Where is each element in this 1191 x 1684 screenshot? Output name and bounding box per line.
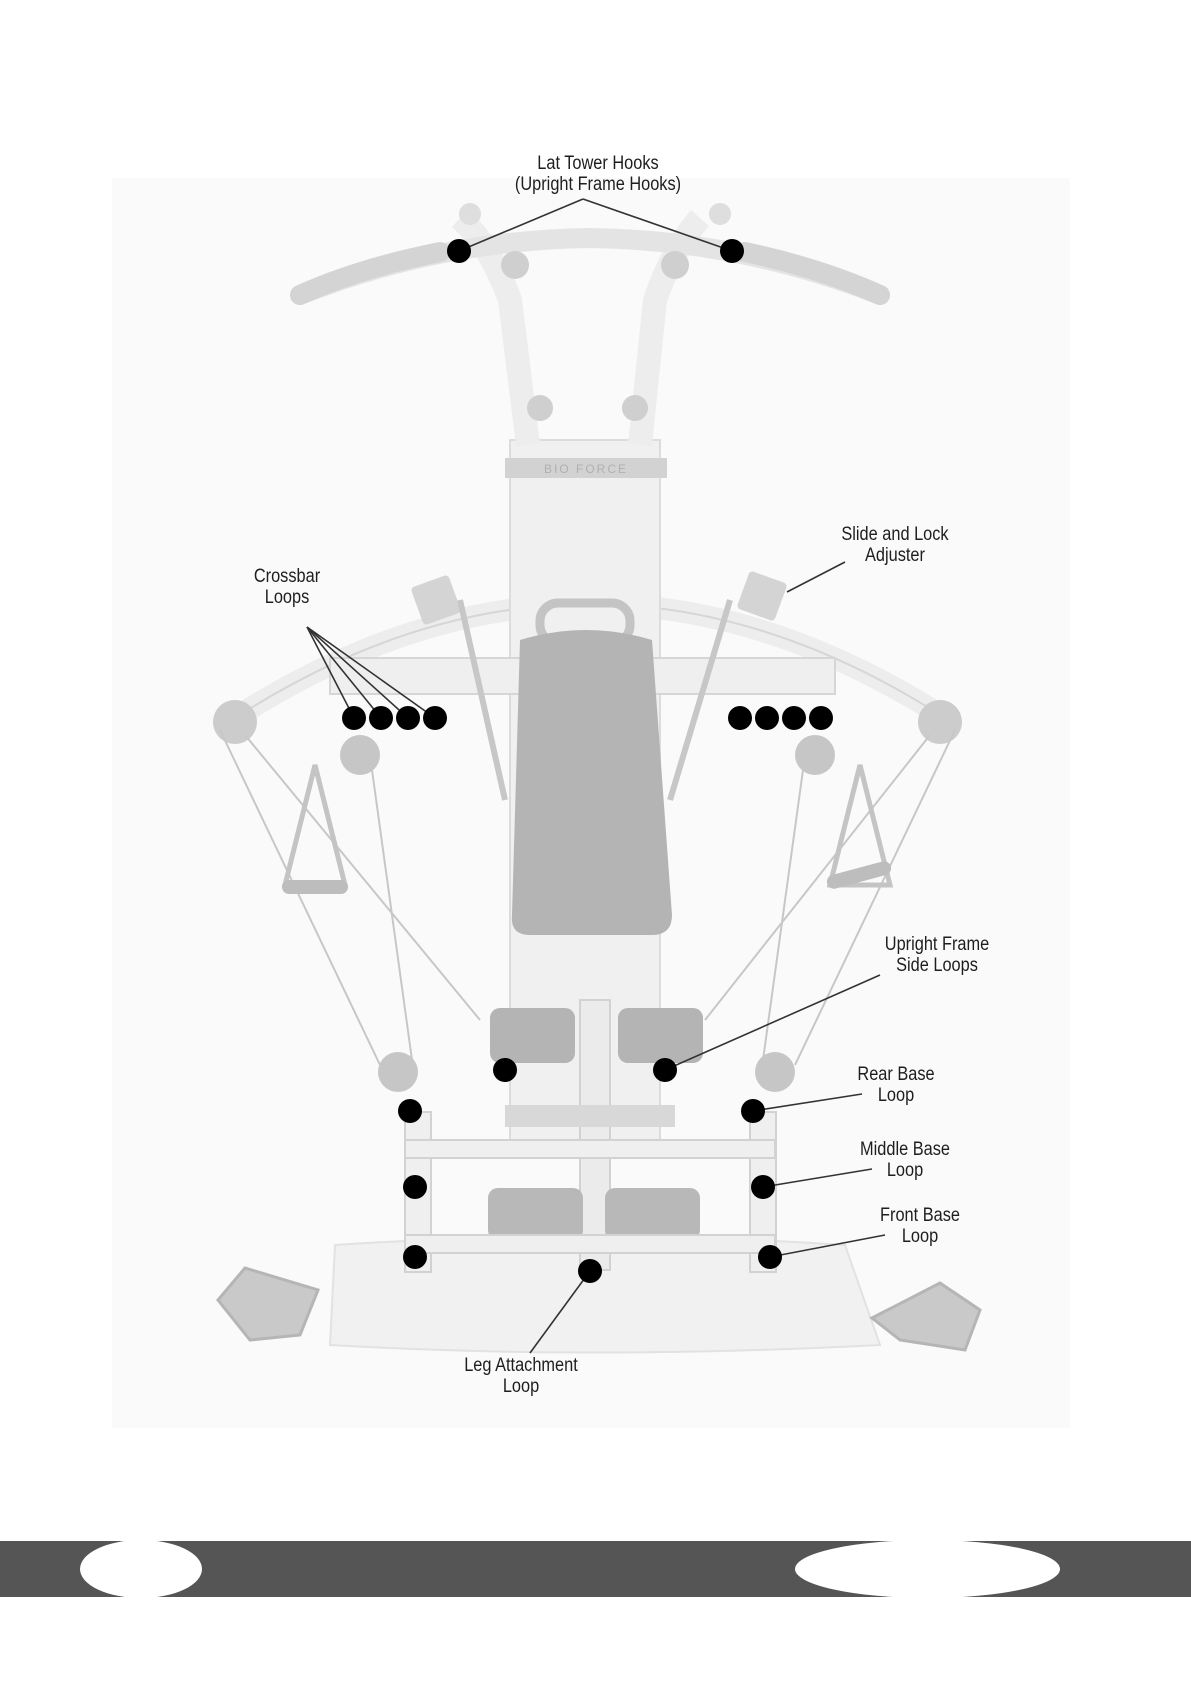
leg-attachment-loop-marker xyxy=(578,1259,602,1283)
rear-base-plate xyxy=(505,1105,675,1127)
upright-frame-side-loop-marker-left xyxy=(493,1058,517,1082)
hand-grip-left-bar xyxy=(282,880,348,894)
label-upright-frame-side-loops: Upright Frame Side Loops xyxy=(877,934,997,976)
seat-pad-left xyxy=(490,1008,575,1063)
label-rear-base-loop: Rear Base Loop xyxy=(849,1064,944,1106)
footer-bar xyxy=(0,1541,1191,1597)
outer-pulley-left xyxy=(213,700,257,744)
crossbar-pulley-left xyxy=(340,735,380,775)
base-pulley-right xyxy=(755,1052,795,1092)
front-base-loop-marker-left xyxy=(403,1245,427,1269)
outer-pulley-right xyxy=(918,700,962,744)
seat-pad-right xyxy=(618,1008,703,1063)
label-front-base-loop: Front Base Loop xyxy=(868,1205,971,1247)
upright-frame-side-loop-marker-right xyxy=(653,1058,677,1082)
crossbar-pulley-right xyxy=(795,735,835,775)
column-pulley-left xyxy=(527,395,553,421)
middle-base-loop-marker-right xyxy=(751,1175,775,1199)
crossbar-loop-marker-left-2 xyxy=(369,706,393,730)
crossbar-loop-marker-left-3 xyxy=(396,706,420,730)
lat-tower-hook-marker-left xyxy=(447,239,471,263)
lat-cap-right xyxy=(709,203,731,225)
crossbar-loop-marker-right-1 xyxy=(728,706,752,730)
lat-cap-left xyxy=(459,203,481,225)
backrest-pad xyxy=(512,630,672,935)
footer-oval-left xyxy=(80,1540,202,1598)
rear-base-loop-marker-right xyxy=(741,1099,765,1123)
lat-pulley-left xyxy=(501,251,529,279)
crossbar-loop-marker-left-1 xyxy=(342,706,366,730)
crossbar-loop-marker-right-2 xyxy=(755,706,779,730)
base-crossmember-top xyxy=(405,1140,775,1158)
base-crossmember-bottom xyxy=(405,1235,775,1253)
lat-tower-hook-marker-right xyxy=(720,239,744,263)
label-middle-base-loop: Middle Base Loop xyxy=(853,1139,956,1181)
brand-text: BIO FORCE xyxy=(544,462,628,476)
middle-base-loop-marker-left xyxy=(403,1175,427,1199)
label-crossbar-loops: Crossbar Loops xyxy=(244,566,330,608)
footer-oval-right xyxy=(795,1540,1060,1598)
rear-base-loop-marker-left xyxy=(398,1099,422,1123)
label-leg-attachment-loop: Leg Attachment Loop xyxy=(457,1355,586,1397)
foot-pad-right xyxy=(605,1188,700,1240)
crossbar-loop-marker-right-3 xyxy=(782,706,806,730)
front-base-loop-marker-right xyxy=(758,1245,782,1269)
column-pulley-right xyxy=(622,395,648,421)
lat-pulley-right xyxy=(661,251,689,279)
label-lat-tower-hooks: Lat Tower Hooks (Upright Frame Hooks) xyxy=(508,153,689,195)
foot-pad-left xyxy=(488,1188,583,1240)
crossbar-loop-marker-left-4 xyxy=(423,706,447,730)
crossbar-loop-marker-right-4 xyxy=(809,706,833,730)
label-slide-lock-adjuster: Slide and Lock Adjuster xyxy=(831,524,960,566)
